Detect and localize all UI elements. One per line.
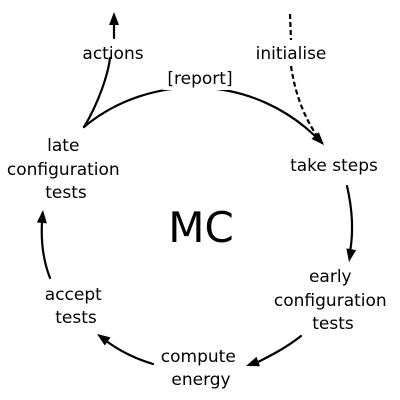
arrowhead-take-steps-from-report (311, 132, 324, 145)
report-label-background (163, 68, 237, 90)
arrowhead-compute-energy (246, 356, 260, 367)
arrowhead-early-config (346, 248, 357, 262)
node-early-configuration-tests: early configuration tests (274, 267, 392, 334)
node-take-steps: take steps (290, 156, 378, 176)
arrowhead-actions-up (109, 12, 119, 25)
arrowhead-late-config (36, 210, 47, 224)
arrow-late-config-to-take-steps (82, 86, 324, 145)
arrowhead-accept-tests (97, 334, 111, 346)
dashed-arrow-initialise-to-take-steps (288, 13, 293, 41)
node-compute-energy: compute energy (161, 347, 241, 390)
arrow-late-config-to-actions (82, 56, 112, 129)
node-actions: actions (82, 44, 143, 64)
node-accept-tests: accept tests (45, 285, 107, 328)
node-late-configuration-tests: late configuration tests (7, 136, 125, 203)
node-initialise: initialise (256, 44, 327, 64)
dashed-arrow-initialise-lower (289, 65, 321, 141)
arrow-accept-tests-to-late-config (40, 220, 52, 280)
arrow-take-steps-to-early-config (345, 184, 354, 254)
arrow-compute-energy-to-accept-tests (103, 338, 155, 366)
center-label-mc: MC (168, 203, 234, 252)
node-report: [report] (167, 69, 232, 89)
arrow-early-config-to-compute-energy (254, 334, 303, 365)
